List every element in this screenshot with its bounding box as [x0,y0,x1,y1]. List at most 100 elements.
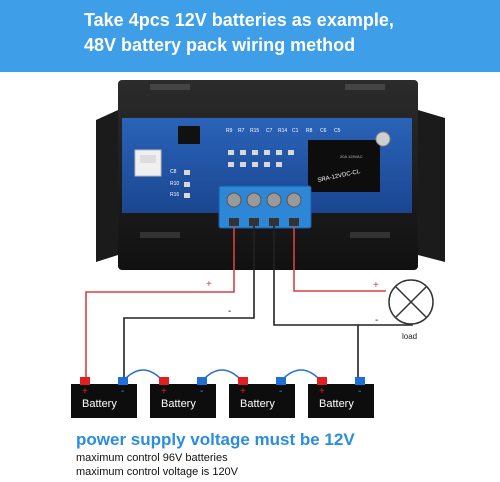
header-line-2: 48V battery pack wiring method [84,35,356,55]
battery-plus-terminal [317,377,327,385]
silk-label: R9 [226,128,233,134]
battery-label: Battery [82,398,117,410]
silk-label: R8 [306,128,313,134]
enclosure-slot [150,84,190,90]
smd-part [252,150,258,155]
smd-part [184,182,190,187]
battery-4: + - Battery [308,377,374,418]
smd-part [264,150,270,155]
battery-label: Battery [161,398,196,410]
battery-label: Battery [319,398,354,410]
smd-part [264,162,270,167]
wire-power-plus [85,226,235,380]
silk-label: R16 [170,192,179,198]
silk-label: R7 [238,128,245,134]
battery-plus-terminal [80,377,90,385]
potentiometer [375,131,391,147]
smd-part [288,150,294,155]
smd-part [228,162,234,167]
smd-components [184,150,294,198]
note-line-1: maximum control 96V batteries [76,452,228,464]
terminal-screw-3[interactable] [266,192,282,208]
battery-minus-terminal [197,377,207,385]
relay: SRA-12VDC-CL 20A 125VAC [308,140,380,192]
load-label: load [402,332,417,341]
wire-pack-minus [273,226,359,380]
terminal-slot-1 [229,218,239,226]
silk-label: C1 [292,128,299,134]
battery-body [71,384,137,418]
header-banner: Take 4pcs 12V batteries as example, 48V … [0,0,500,72]
pcb-silkscreen-top: R9 R7 R15 C7 R14 C1 R8 C6 C5 C8 R10 R16 [170,128,341,198]
battery-1: + - Battery [71,377,137,418]
smd-part [276,162,282,167]
battery-minus-terminal [276,377,286,385]
enclosure-slot [140,232,180,238]
battery-plus-terminal [159,377,169,385]
load-label-plus: + [373,280,379,291]
battery-plus-sign: + [82,386,88,397]
series-link-2 [202,369,242,381]
silk-label: C8 [170,169,177,175]
wire-label-plus: + [206,279,212,290]
silk-label: R14 [278,128,287,134]
wire-power-minus [123,226,255,380]
smd-part [240,150,246,155]
battery-minus-sign: - [358,386,361,397]
ic-chip [178,126,200,144]
relay-body [308,140,380,192]
battery-plus-sign: + [161,386,167,397]
header-line-1: Take 4pcs 12V batteries as example, [84,10,394,30]
battery-minus-sign: - [200,386,203,397]
silk-label: R15 [250,128,259,134]
smd-part [240,162,246,167]
enclosure-left-flange [96,110,118,262]
wire-polarity-labels: + - + - [206,279,379,326]
terminal-slot-4 [289,218,299,226]
series-link-1 [123,369,163,381]
battery-pack: + - Battery + - Battery + - Battery + [71,377,374,418]
battery-2: + - Battery [150,377,216,418]
battery-minus-sign: - [279,386,282,397]
enclosure-right-flange [418,110,445,262]
terminal-screw-4[interactable] [286,192,302,208]
battery-plus-terminal [238,377,248,385]
silk-label: C7 [266,128,273,134]
smd-part [184,170,190,175]
lamp-cross-2 [395,286,427,318]
battery-body [229,384,295,418]
wire-load-plus [293,226,386,292]
smd-part [252,162,258,167]
smd-part [184,193,190,198]
enclosure-slot [350,232,390,238]
battery-body [150,384,216,418]
terminal-screw-1[interactable] [226,192,242,208]
smd-part [228,150,234,155]
load-lamp: load [388,279,434,341]
terminal-block[interactable] [218,185,312,229]
enclosure-slot [345,84,385,90]
load-label-minus: - [375,315,378,326]
series-link-3 [281,369,321,381]
terminal-screw-2[interactable] [246,192,262,208]
silk-label: C5 [334,128,341,134]
battery-plus-sign: + [240,386,246,397]
smd-part [276,150,282,155]
battery-label: Battery [240,398,275,410]
battery-body [308,384,374,418]
battery-plus-sign: + [319,386,325,397]
wire-label-minus: - [228,306,231,317]
terminal-slot-3 [269,218,279,226]
note-main: power supply voltage must be 12V [76,430,355,449]
battery-3: + - Battery [229,377,295,418]
silk-label: C6 [320,128,327,134]
terminal-slot-2 [249,218,259,226]
connector-pins [140,155,156,163]
battery-minus-sign: - [121,386,124,397]
note-line-2: maximum control voltage is 120V [76,466,239,478]
battery-minus-terminal [118,377,128,385]
silk-label: R10 [170,181,179,187]
relay-rating: 20A 125VAC [340,154,363,159]
battery-minus-terminal [355,377,365,385]
